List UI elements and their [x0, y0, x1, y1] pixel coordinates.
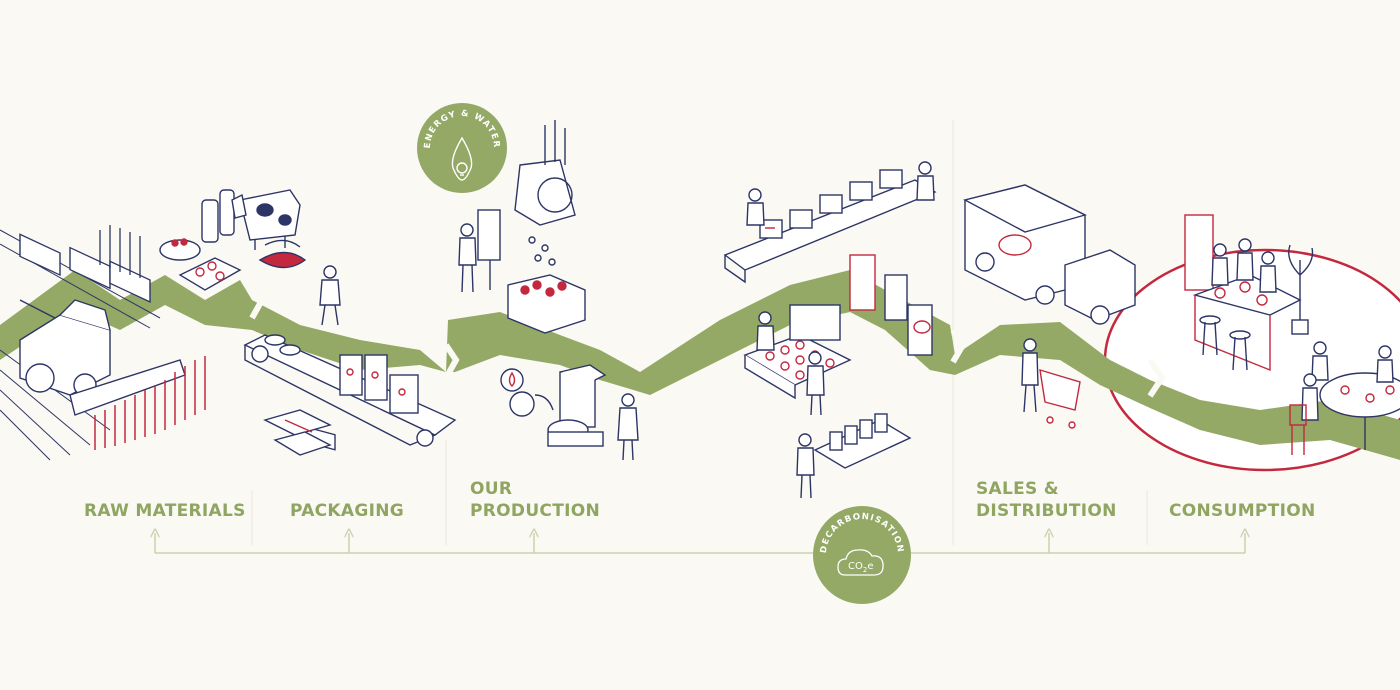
dining-table: [1319, 372, 1400, 450]
flat-cartons: [263, 409, 332, 456]
stool: [1199, 315, 1221, 356]
retail-display: [849, 254, 933, 356]
worker: [756, 311, 775, 351]
box-conveyor: [723, 179, 937, 271]
plant: [1288, 244, 1314, 335]
packaging-illustration: [243, 334, 457, 456]
field-rows: [0, 349, 111, 461]
person: [1259, 251, 1277, 293]
train-wagon: [19, 233, 61, 277]
falling-grains: [528, 236, 556, 266]
worker: [806, 351, 825, 416]
person: [1211, 243, 1229, 286]
person: [1311, 341, 1329, 381]
combine-harvester: [19, 299, 186, 416]
box: [879, 169, 903, 189]
wheat-red: [94, 356, 206, 450]
stage-label-raw-materials: RAW MATERIALS: [84, 500, 246, 522]
stage-connector: [155, 533, 1245, 554]
value-chain-ribbon: [0, 270, 1400, 460]
jar: [829, 431, 843, 451]
control-panel: [477, 209, 501, 261]
mixing-machine: [507, 274, 586, 334]
stage-label-text: SALES &: [976, 479, 1059, 499]
consumption-illustration: [1184, 214, 1400, 455]
egg-tray: [178, 257, 242, 291]
stand-mixer: [547, 364, 607, 447]
stool: [1229, 330, 1251, 371]
box: [759, 219, 783, 239]
co2-cloud-icon: [837, 549, 884, 576]
delivery-truck: [963, 184, 1136, 325]
lightbulb-drop-icon: [451, 136, 473, 181]
stage-label-text: RAW MATERIALS: [84, 501, 246, 521]
stage-label-our-production: OUR PRODUCTION: [470, 478, 600, 522]
box: [789, 209, 813, 229]
drop-bubble: [500, 368, 524, 392]
grain-hopper: [514, 120, 576, 226]
stage-label-text: OUR: [470, 479, 513, 499]
stage-label-sales-distribution: SALES & DISTRIBUTION: [976, 478, 1117, 522]
person: [1301, 373, 1319, 421]
chair: [1289, 404, 1307, 455]
worker: [916, 161, 935, 201]
jar: [859, 419, 873, 439]
stage-label-text: CONSUMPTION: [1169, 501, 1316, 521]
worker: [796, 433, 815, 499]
stage-label-text: PRODUCTION: [470, 501, 600, 521]
bowl: [159, 239, 201, 261]
co2-label: CO2e: [848, 561, 873, 574]
cow: [231, 189, 301, 250]
decarbonisation-badge: DECARBONISATION CO2e: [813, 506, 911, 604]
stage-label-consumption: CONSUMPTION: [1169, 500, 1315, 522]
cocoa-pod: [258, 251, 307, 269]
milk-bottle: [219, 189, 235, 236]
ingredients-bubble: [509, 391, 535, 417]
shopping-cart: [1039, 369, 1081, 429]
wheat-navy: [99, 225, 141, 278]
stage-label-text: PACKAGING: [290, 501, 405, 521]
tin: [279, 344, 301, 356]
chef: [617, 393, 639, 461]
stage-label-text: DISTRIBUTION: [976, 501, 1117, 521]
factory-line-illustration: [723, 161, 937, 499]
production-illustration: [458, 120, 639, 461]
raw-materials-illustration: [0, 189, 341, 461]
jar: [874, 413, 888, 433]
farmer: [319, 265, 341, 326]
energy-water-badge: ENERGY & WATER: [417, 103, 507, 193]
milk-bottle: [201, 199, 219, 243]
shopper: [1021, 338, 1039, 413]
distribution-illustration: [963, 184, 1136, 429]
worker: [746, 188, 765, 226]
person: [1376, 345, 1394, 383]
box: [819, 194, 843, 214]
tin: [264, 334, 286, 346]
stage-label-packaging: PACKAGING: [290, 500, 404, 522]
oven: [789, 304, 841, 341]
jar: [844, 425, 858, 445]
box: [849, 181, 873, 201]
worker: [458, 223, 477, 293]
cocoa-pod: [264, 239, 301, 248]
fridge: [1184, 214, 1214, 291]
person: [1236, 238, 1254, 281]
